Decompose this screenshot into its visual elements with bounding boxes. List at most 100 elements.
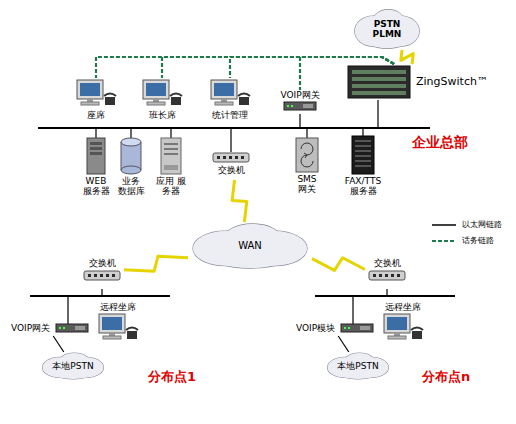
card-row — [352, 91, 406, 95]
card-row — [352, 70, 406, 74]
workstation: 统计管理 — [200, 78, 260, 122]
telephone — [127, 331, 137, 339]
node-label: PSTN PLMN — [370, 19, 404, 40]
stub — [362, 128, 363, 136]
bus-stubs — [68, 100, 387, 325]
base — [388, 336, 406, 339]
stub — [130, 128, 131, 138]
gateway-icon — [283, 101, 317, 111]
node-label: 远程坐席 — [385, 302, 421, 312]
base — [147, 102, 165, 105]
port — [385, 274, 388, 277]
node-label: 座席 — [87, 110, 105, 120]
cloud-puffs — [355, 10, 419, 49]
gateway-case — [284, 102, 316, 110]
port — [235, 156, 238, 159]
cloud-puffs — [328, 353, 389, 379]
node-label: FAX/TTS 服务器 — [341, 176, 385, 197]
drive-bay — [90, 147, 102, 150]
slot — [164, 153, 178, 155]
base — [81, 102, 99, 105]
node-label: VOIP网关 — [280, 90, 319, 100]
database: 业务 数据库 — [112, 136, 150, 202]
branch-bus — [30, 295, 170, 297]
cloud-network: WAN — [188, 222, 312, 270]
cloud-puff — [208, 239, 292, 268]
node-label: 班长席 — [149, 110, 176, 120]
fax-server: FAX/TTS 服务器 — [338, 134, 388, 202]
workstation: 座席 — [70, 78, 122, 122]
base — [103, 336, 121, 339]
handset — [170, 94, 182, 97]
port — [397, 274, 400, 277]
computer-icon — [209, 79, 251, 109]
switch-icon — [83, 269, 121, 282]
led — [348, 327, 350, 329]
gateway-icon — [340, 323, 374, 333]
monitor — [99, 314, 125, 333]
stub — [230, 128, 231, 152]
handset — [411, 328, 423, 331]
computer-icon — [382, 313, 424, 343]
network-switch: 交换机 — [365, 258, 409, 290]
voip-module: VOIP模块 — [293, 320, 373, 336]
sms-gateway-icon — [294, 137, 320, 173]
slot — [164, 143, 178, 145]
screen — [102, 317, 122, 330]
node-label: 业务 数据库 — [117, 176, 145, 197]
workstation: 班长席 — [136, 78, 188, 122]
server-icon — [159, 137, 183, 175]
switch-platform: ZingSwitch™ — [345, 64, 505, 100]
port — [106, 274, 109, 277]
vent — [355, 140, 371, 142]
server-case — [352, 136, 374, 174]
switch-case — [84, 271, 120, 280]
site-title: 分布点n — [422, 368, 470, 386]
server: WEB 服务器 — [76, 136, 116, 202]
cloud-puff — [208, 239, 292, 268]
node-label: 交换机 — [89, 258, 116, 268]
cloud-network: 本地PSTN — [40, 352, 106, 380]
screen — [80, 83, 100, 96]
cylinder-side — [121, 142, 122, 170]
monitor — [211, 80, 237, 99]
screen — [387, 317, 407, 330]
exchange-arrow — [301, 155, 313, 167]
cloud-puffs — [193, 224, 307, 268]
cylinder-bottom — [121, 166, 141, 174]
switch-case — [369, 271, 405, 280]
legend-label: 话务链路 — [462, 235, 494, 246]
vent — [355, 145, 371, 147]
node-label: WAN — [238, 240, 262, 252]
port — [88, 274, 91, 277]
stub — [101, 289, 102, 296]
switch-icon — [212, 151, 250, 164]
legend-line-sample — [432, 240, 456, 242]
lightning-link — [124, 256, 188, 271]
switch-case — [213, 153, 249, 162]
node-label: WEB 服务器 — [81, 176, 111, 197]
server-case — [161, 138, 181, 174]
port — [94, 274, 97, 277]
base — [215, 102, 233, 105]
telephone — [171, 97, 181, 105]
vent — [355, 155, 371, 157]
cloud-puffs — [328, 353, 389, 379]
site-title: 分布点1 — [148, 368, 196, 386]
voip-gateway: VOIP网关 — [272, 90, 328, 116]
led — [291, 105, 293, 107]
database-icon — [119, 137, 143, 175]
ethernet-link — [53, 336, 64, 352]
stub — [95, 128, 96, 138]
monitor — [77, 80, 103, 99]
ethernet-link — [338, 336, 349, 352]
node-label: 交换机 — [218, 165, 245, 175]
card-row — [352, 84, 406, 88]
slot — [164, 148, 178, 150]
port — [112, 274, 115, 277]
cloud-network: PSTN PLMN — [352, 8, 422, 50]
port — [100, 274, 103, 277]
switch-icon — [368, 269, 406, 282]
drive-bay — [90, 142, 102, 145]
cloud-puffs — [355, 10, 419, 49]
